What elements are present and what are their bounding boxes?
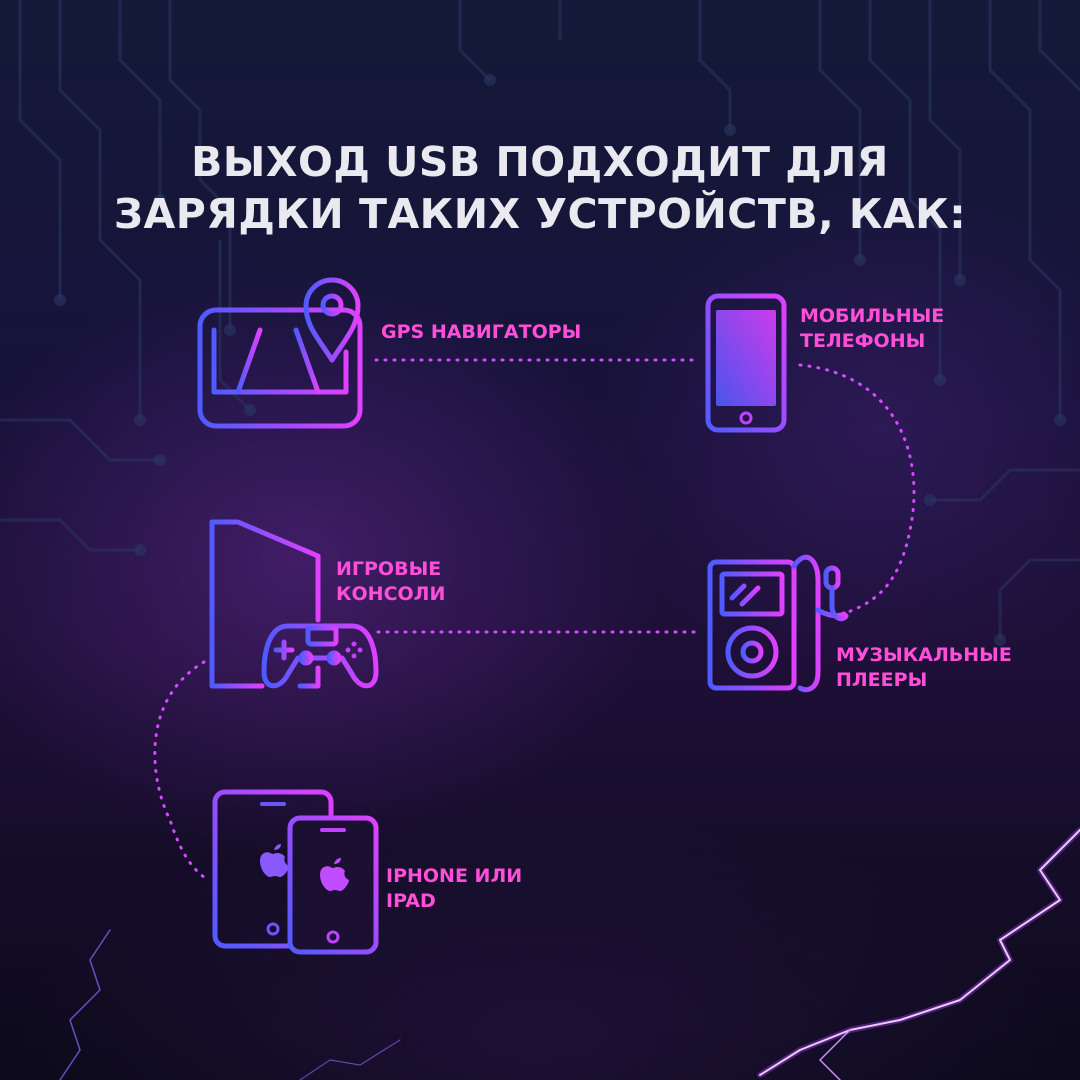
dotted-connectors [153,358,916,882]
mobile-phone-icon [705,293,787,433]
label-iphone-line-1: IPHONE ИЛИ [386,865,523,887]
music-player-icon [707,554,849,693]
label-players-line-1: МУЗЫКАЛЬНЫЕ [836,644,1012,666]
gps-navigator-icon [197,277,363,429]
label-players-line-2: ПЛЕЕРЫ [836,669,928,691]
game-console-icon [209,519,379,689]
label-consoles-line-2: КОНСОЛИ [336,583,446,605]
label-gps-navigators: GPS НАВИГАТОРЫ [381,320,581,345]
label-music-players: МУЗЫКАЛЬНЫЕ ПЛЕЕРЫ [836,643,1012,693]
label-iphone-ipad: IPHONE ИЛИ IPAD [386,864,522,914]
label-game-consoles: ИГРОВЫЕ КОНСОЛИ [336,557,445,607]
iphone-ipad-icon [212,789,379,955]
label-gps-text: GPS НАВИГАТОРЫ [381,321,582,343]
title-line-1: ВЫХОД USB ПОДХОДИТ ДЛЯ [191,138,889,186]
label-phones-line-1: МОБИЛЬНЫЕ [800,305,945,327]
label-iphone-line-2: IPAD [386,890,436,912]
title-line-2: ЗАРЯДКИ ТАКИХ УСТРОЙСТВ, КАК: [113,190,967,238]
label-phones-line-2: ТЕЛЕФОНЫ [800,330,926,352]
label-consoles-line-1: ИГРОВЫЕ [336,558,442,580]
page-title: ВЫХОД USB ПОДХОДИТ ДЛЯ ЗАРЯДКИ ТАКИХ УСТ… [0,136,1080,240]
label-mobile-phones: МОБИЛЬНЫЕ ТЕЛЕФОНЫ [800,304,944,354]
